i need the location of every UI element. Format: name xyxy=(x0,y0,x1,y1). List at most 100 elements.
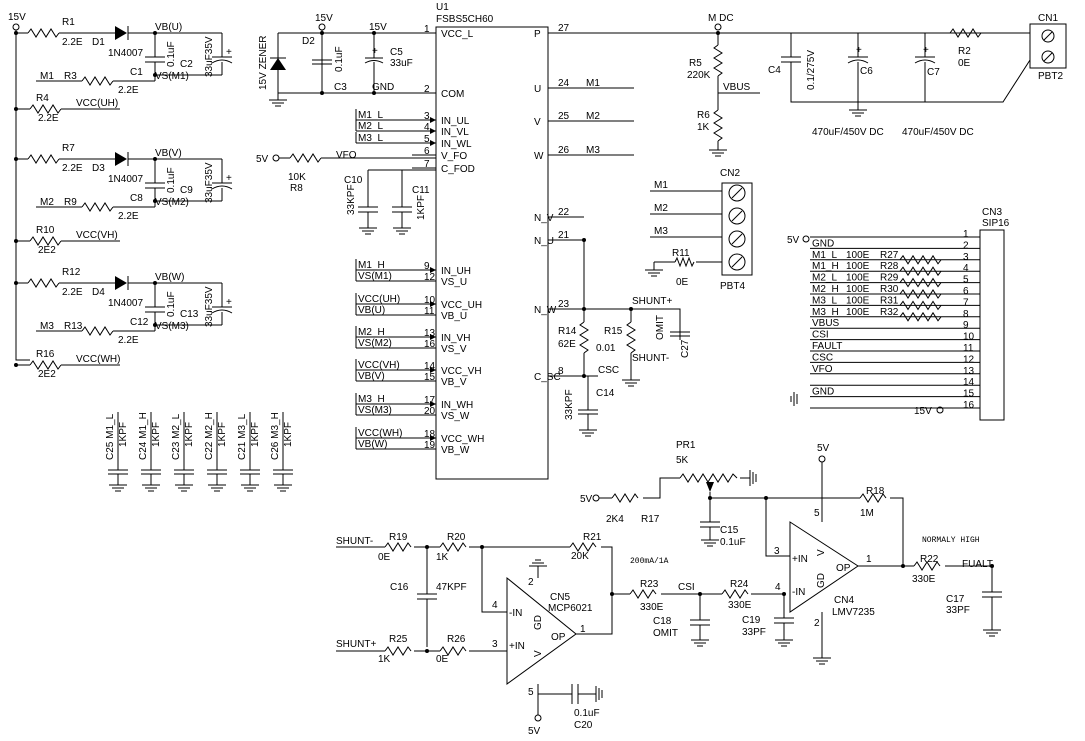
terminal-screw xyxy=(728,253,746,271)
cn2-net-m2: M2 xyxy=(654,203,668,214)
r14-value: 62E xyxy=(558,339,576,350)
r8-value: 10K xyxy=(288,172,306,183)
cap-polarity: + xyxy=(226,297,232,308)
supply-section: 15V 15V 15V ZENER D2 0.1uF C3 + C5 33uF … xyxy=(258,13,436,107)
cn3-res-ref: R30 xyxy=(880,284,899,295)
c6-ref: C6 xyxy=(860,66,873,77)
u1-pin-num-17: 17 xyxy=(424,395,436,406)
pin-arrow xyxy=(430,117,436,123)
cn4-gd: GD xyxy=(816,573,827,588)
cn3-net-m2_h: M2_H xyxy=(812,284,839,295)
u1-pin-name-p: P xyxy=(534,29,541,40)
u1-pin-name-in_vl: IN_VL xyxy=(441,127,469,138)
cn3-pin-9: 9 xyxy=(963,320,969,331)
cn3-res-ref: R32 xyxy=(880,307,899,318)
u1-pin-name-in_wh: IN_WH xyxy=(441,400,473,411)
r24-value: 330E xyxy=(728,600,752,611)
cn3-net-m1_l: M1_L xyxy=(812,250,837,261)
bootstrap-res-value: 2.2E xyxy=(62,163,83,174)
u1-pin-num-22: 22 xyxy=(558,207,570,218)
vcc-res-ref: R10 xyxy=(36,225,55,236)
cn4-pin3: 3 xyxy=(774,546,780,557)
c11-value: 1KPF xyxy=(416,195,427,220)
u1-pin-name-w: W xyxy=(534,151,544,162)
u1-part: FSBS5CH60 xyxy=(436,14,494,25)
rail-15v-label: 15V xyxy=(8,12,26,23)
cap-value: 0.1uF xyxy=(166,167,177,193)
bootstrap-resistor xyxy=(27,154,60,164)
cn3-res-value: 100E xyxy=(846,261,870,272)
u1-pin-name-vb_u: VB_U xyxy=(441,311,467,322)
r23-ref: R23 xyxy=(640,579,659,590)
cap-value: 0.1uF xyxy=(166,291,177,317)
motor-net-label: M2 xyxy=(40,197,54,208)
diode-ref: D3 xyxy=(92,163,105,174)
cn5-out: OP xyxy=(551,632,566,643)
cap-ref: C13 xyxy=(180,309,199,320)
u1-pin-name-vb_w: VB_W xyxy=(441,445,470,456)
cn5-ref: CN5 xyxy=(550,592,570,603)
input-cap-ref: C23 M2_L xyxy=(171,413,182,460)
bootstrap-section: 15V xyxy=(8,12,30,361)
bootstrap-resistor xyxy=(81,76,114,86)
cn3-resistor xyxy=(899,311,942,322)
bootstrap-resistor xyxy=(27,28,60,38)
c18-ref: C18 xyxy=(653,616,672,627)
cn3-15v-label: 15V xyxy=(914,406,932,417)
u1-pin-name-in_vh: IN_VH xyxy=(441,333,470,344)
rail-15v-label-2: 15V xyxy=(315,13,333,24)
c3-ref: C3 xyxy=(334,82,347,93)
u1-pin-name-c_fod: C_FOD xyxy=(441,164,475,175)
u1-pin-num-19: 19 xyxy=(424,440,436,451)
u1-pin-num-11: 11 xyxy=(424,306,435,317)
motor-net-label: M3 xyxy=(40,321,54,332)
vcc-net-label: VCC(UH) xyxy=(76,98,118,109)
cn4-pin4: 4 xyxy=(775,582,781,593)
u1-pin-name-vs_w: VS_W xyxy=(441,411,470,422)
u1-pin-num-9: 9 xyxy=(424,261,430,272)
u1-pin-num-21: 21 xyxy=(558,230,570,241)
cn2-ref: CN2 xyxy=(720,168,740,179)
bootstrap-resistor xyxy=(81,202,114,212)
r15-value: 0.01 xyxy=(596,343,616,354)
u1-pin-name-vs_u: VS_U xyxy=(441,277,467,288)
u1-pin-name-u: U xyxy=(534,84,541,95)
terminal-screw xyxy=(728,184,746,202)
net-label-m2_h: M2_H xyxy=(358,327,385,338)
pin-arrow xyxy=(430,301,436,307)
u1-pin-num-24: 24 xyxy=(558,78,570,89)
fault-comparator: 5V 5V 2K4 R17 PR1 5K C15 0.1uF R18 1M +I… xyxy=(580,440,1002,665)
shunt-section: R14 62E R15 0.01 SHUNT+ SHUNT- OMIT C27 … xyxy=(548,216,691,437)
vs-net-label: VS(M2) xyxy=(155,197,189,208)
vcc-resistor xyxy=(29,236,62,246)
u1-pin-name-n_w: N_W xyxy=(534,305,557,316)
c10-value: 33KPF xyxy=(346,184,357,215)
cn4-pin1: 1 xyxy=(866,554,872,565)
pr1-value: 5K xyxy=(676,455,689,466)
bootstrap-res-ref: R9 xyxy=(64,197,77,208)
u1-pin-num-5: 5 xyxy=(424,134,430,145)
net-label-vsm2: VS(M2) xyxy=(358,338,392,349)
net-label-vsm3: VS(M3) xyxy=(358,405,392,416)
u1-pin-name-n_v: N_V xyxy=(534,213,554,224)
u1-pin-name-vb_v: VB_V xyxy=(441,377,467,388)
bootstrap-res-value: 2.2E xyxy=(118,335,139,346)
u1-pin-name-vcc_uh: VCC_UH xyxy=(441,300,482,311)
u1-pin-num-10: 10 xyxy=(424,295,436,306)
csi-label: CSI xyxy=(678,582,695,593)
diode-ref: D1 xyxy=(92,37,105,48)
bootstrap-res-value: 2.2E xyxy=(118,211,139,222)
c15-value: 0.1uF xyxy=(720,537,746,548)
cn1-ref: CN1 xyxy=(1038,13,1058,24)
u1-pin-name-vcc_l: VCC_L xyxy=(441,29,474,40)
r15-ref: R15 xyxy=(604,326,623,337)
r26-ref: R26 xyxy=(447,634,466,645)
c14-ref: C14 xyxy=(596,388,615,399)
u1-pin-num-12: 12 xyxy=(424,272,436,283)
shunt-plus-label: SHUNT+ xyxy=(632,296,672,307)
u1-pin-num-2: 2 xyxy=(424,84,430,95)
cn3-pin-6: 6 xyxy=(963,286,969,297)
input-cap-ref: C24 M1_H xyxy=(138,412,149,460)
r24-ref: R24 xyxy=(730,579,749,590)
u1-pin-num-4: 4 xyxy=(424,122,430,133)
